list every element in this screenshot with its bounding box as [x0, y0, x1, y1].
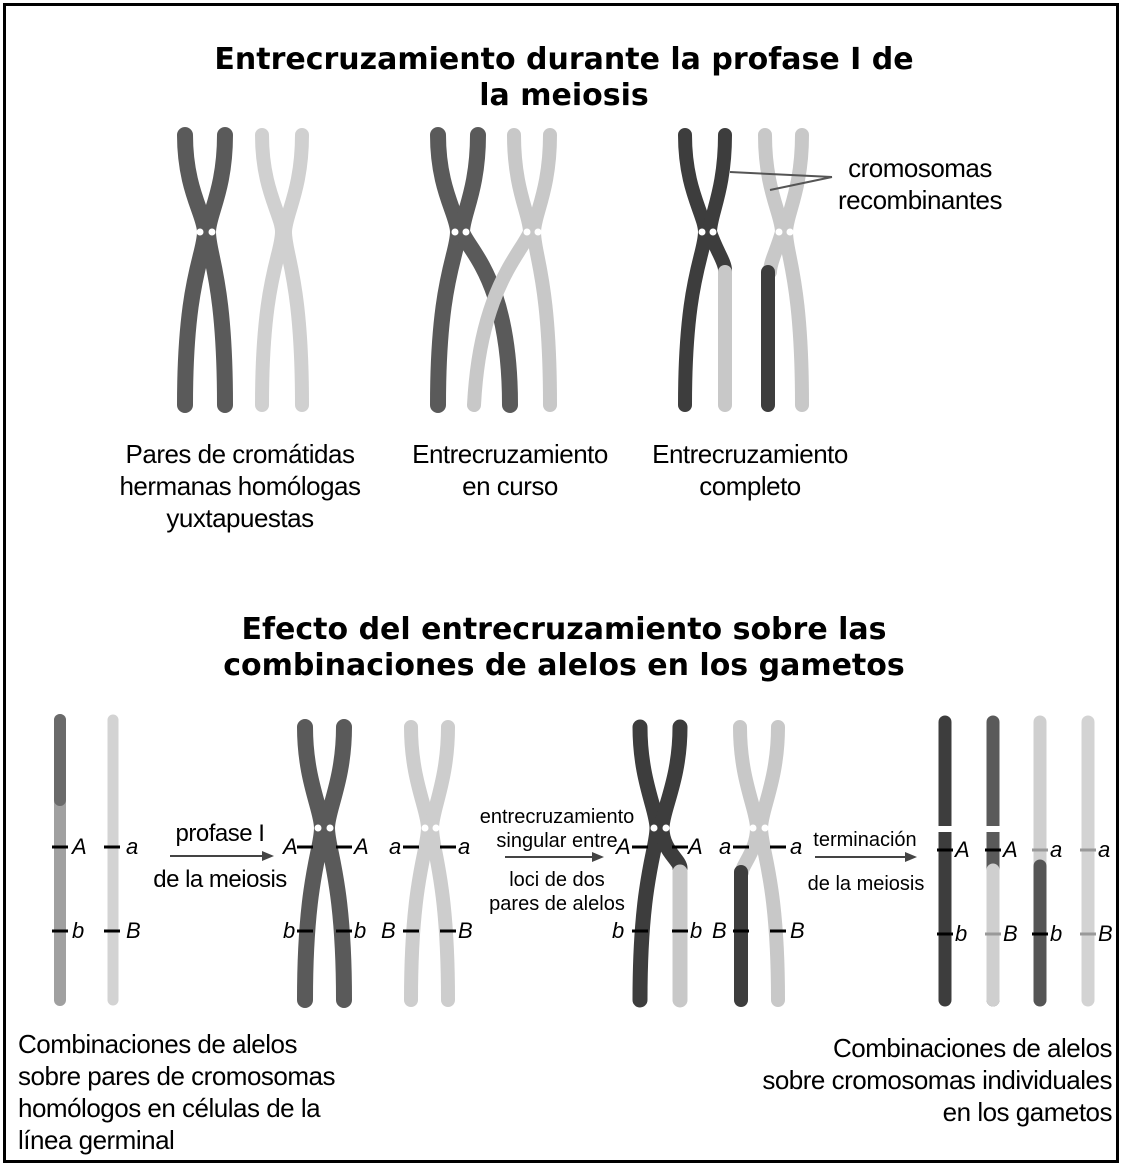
dark-chromosome-pair-stage-3 [640, 727, 680, 1000]
arrow1-label-top: profase I [150, 818, 290, 850]
caption-line: entrecruzamiento [462, 805, 652, 829]
caption-line: sobre cromosomas individuales [760, 1064, 1112, 1096]
allele-B-s2a: B [381, 918, 396, 943]
caption-line: Combinaciones de alelos [760, 1032, 1112, 1064]
caption-line: hermanas homólogas [110, 470, 370, 502]
allele-b-s2b: b [354, 918, 366, 943]
light-chromosome-pair-1 [262, 135, 302, 405]
allele-b-s3a: b [612, 918, 624, 943]
caption-line: Pares de cromátidas [110, 438, 370, 470]
caption-line: completo [640, 470, 860, 502]
caption-germline-combinations: Combinaciones de alelos sobre pares de c… [18, 1028, 338, 1156]
arrow2-label-top: entrecruzamiento singular entre [462, 805, 652, 853]
caption-line: en los gametos [760, 1096, 1112, 1128]
caption-line: línea germinal [18, 1124, 338, 1156]
caption-line: sobre pares de cromosomas [18, 1060, 338, 1092]
allele-A-s3b: A [686, 834, 703, 859]
allele-b-s1: b [72, 918, 84, 943]
caption-line: profase I [150, 818, 290, 850]
caption-line: terminación [800, 828, 930, 852]
caption-line: de la meiosis [796, 872, 936, 896]
dark-chromosome-pair-1 [185, 135, 225, 405]
allele-b-s3b: b [690, 918, 702, 943]
centromere-gaps [937, 826, 1001, 832]
arrow3-label-bottom: de la meiosis [796, 872, 936, 896]
arrow-termination [815, 852, 917, 862]
caption-crossover-complete: Entrecruzamiento completo [640, 438, 860, 502]
caption-line: en curso [400, 470, 620, 502]
caption-crossover-in-progress: Entrecruzamiento en curso [400, 438, 620, 502]
caption-line: Entrecruzamiento [640, 438, 860, 470]
recombinant-pointer-lines [730, 172, 832, 190]
label-recombinant-chromosomes: cromosomas recombinantes [830, 152, 1010, 216]
light-chromosome-pair-stage-2 [411, 727, 448, 1000]
arrow2-label-bottom: loci de dos pares de alelos [462, 868, 652, 916]
dark-chromosome-pair-stage-2 [305, 727, 344, 1000]
caption-line: recombinantes [830, 184, 1010, 216]
germline-chromosome-pair [60, 720, 113, 1000]
caption-line: Entrecruzamiento [400, 438, 620, 470]
allele-A-g1: A [953, 837, 970, 862]
dark-chromosome-pair-3 [685, 135, 725, 405]
caption-line: Combinaciones de alelos [18, 1028, 338, 1060]
allele-B-s2b: B [458, 918, 473, 943]
arrow-profase [170, 851, 274, 861]
arrow-crossover [505, 852, 604, 862]
allele-a-s3a: a [719, 834, 731, 859]
allele-B-g4: B [1098, 921, 1113, 946]
caption-line: de la meiosis [140, 864, 300, 896]
caption-gamete-combinations: Combinaciones de alelos sobre cromosomas… [760, 1032, 1112, 1128]
caption-line: pares de alelos [462, 892, 652, 916]
allele-b-g3: b [1050, 921, 1062, 946]
caption-line: yuxtapuestas [110, 502, 370, 534]
allele-b-s2a: b [283, 918, 295, 943]
allele-b-g1: b [955, 921, 967, 946]
allele-B-s1: B [126, 918, 141, 943]
caption-line: cromosomas [830, 152, 1010, 184]
caption-line: homólogos en células de la [18, 1092, 338, 1124]
allele-a-s1: a [126, 834, 138, 859]
allele-A-g2: A [1001, 837, 1018, 862]
allele-a-g4: a [1098, 837, 1110, 862]
allele-B-g2: B [1003, 921, 1018, 946]
allele-B-s3b: B [790, 918, 805, 943]
light-chromosome-pair-stage-3 [740, 727, 778, 1000]
allele-a-g3: a [1050, 837, 1062, 862]
allele-A-s1: A [70, 834, 87, 859]
arrow1-label-bottom: de la meiosis [140, 864, 300, 896]
caption-line: singular entre [462, 829, 652, 853]
allele-B-s3a: B [712, 918, 727, 943]
arrow3-label-top: terminación [800, 828, 930, 852]
allele-A-s2b: A [352, 834, 369, 859]
caption-homologous-pairs: Pares de cromátidas hermanas homólogas y… [110, 438, 370, 534]
allele-a-s2a: a [389, 834, 401, 859]
caption-line: loci de dos [462, 868, 652, 892]
